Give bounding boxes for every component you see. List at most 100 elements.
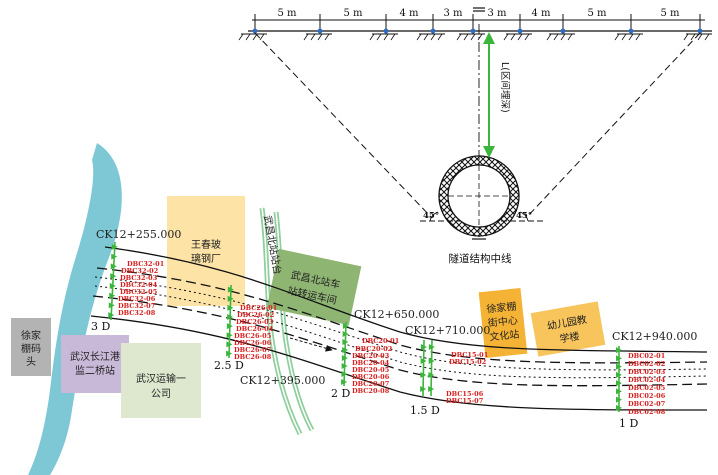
monitor-point-label: DBC20-04 [352,359,390,367]
monitor-point-label: DBC26-02 [237,311,274,319]
tunnel-outer-line [104,246,708,353]
monitor-point-label: DBC26-04 [236,325,274,333]
ground-symbol [369,28,398,41]
building-label: 棚码 [21,342,41,355]
settlement-point [383,28,389,34]
building-port-supervision [61,335,129,393]
monitor-point-label: DBC32-04 [120,281,158,289]
building-label: 王春玻 [191,238,221,251]
cross-section: 5 m 5 m 4 m 3 m 3 m 4 m 5 m 5 m L(区间埋深) … [238,7,712,265]
monitoring-point-marker [616,371,622,378]
angle-arc-left [429,211,439,222]
monitor-point-label: DBC26-05 [234,332,272,340]
monitor-point-label: DBC02-01 [628,352,665,360]
monitor-point-label: DBC15-02 [449,358,486,366]
building-label: 徐家棚 [486,300,517,316]
monitoring-point-marker [616,347,622,354]
section-line [228,284,232,359]
monitoring-point-marker [342,347,349,353]
building-label: 街中心 [487,313,518,329]
monitoring-point-marker [428,372,435,378]
building-label: 监二桥站 [75,364,115,377]
monitoring-point-marker [616,355,622,362]
spacing-label: 5 m [660,8,680,19]
building-label: 徐家 [21,329,41,342]
monitor-point-label: DBC26-07 [234,346,271,354]
building-label: 公司 [151,389,171,400]
ground-hatch-symbols [238,28,712,41]
spacing-label: 4 m [399,8,419,19]
monitoring-point-marker [226,323,233,330]
spacing-label: 5 m [277,8,297,19]
section-line [343,321,347,387]
section-line [110,241,116,321]
monitoring-point-marker [227,313,234,320]
monitor-point-label: DBC20-07 [352,380,389,388]
monitor-point-label: DBC20-08 [352,387,390,395]
tunnel-alignment [90,246,708,411]
building-label: 武汉运输一 [136,372,186,385]
building-kindergarten [530,301,606,357]
monitoring-point-marker [227,286,234,293]
monitor-group-dbc26: DBC26-01 DBC26-02 DBC26-03 DBC26-04 DBC2… [234,304,277,361]
monitoring-point-marker [226,350,233,357]
monitoring-point-marker [428,358,435,364]
monitor-point-label: DBC02-06 [628,392,666,400]
spacing-label: 3 m [487,8,507,19]
monitor-point-label: DBC32-06 [118,295,156,303]
ground-symbol [546,28,575,41]
settlement-point [560,28,566,34]
monitoring-point-marker [341,371,348,377]
monitoring-point-marker [341,363,348,369]
monitoring-point-marker [616,363,622,370]
monitoring-point-marker [428,386,435,392]
section-line [422,339,425,397]
settlement-point [470,28,476,34]
monitor-point-label: DBC26-01 [240,304,277,312]
monitor-point-label: DBC02-07 [628,400,665,408]
monitoring-point-marker [341,379,348,385]
section-line [430,339,433,397]
monitoring-point-marker [111,253,118,260]
distance-label: 2.5 D [214,359,244,372]
monitor-point-label: DBC26-06 [234,339,272,347]
distance-label: 1.5 D [410,404,440,417]
ground-symbol [456,28,485,41]
spacing-label: 5 m [587,8,607,19]
chainage-label: CK12+710.000 [405,324,490,337]
angle-arc-right [519,211,529,222]
distance-label: 2 D [331,387,350,400]
settlement-point [317,28,323,34]
ground-symbol [503,28,532,41]
influence-line-right [525,32,701,219]
building-label: 文化站 [489,327,520,343]
monitoring-point-marker [109,292,116,299]
railway [259,207,315,436]
monitor-point-label: DBC26-03 [236,318,274,326]
monitor-point-label: DBC02-02 [628,360,665,368]
monitor-group-dbc15: DBC15-01 DBC15-02 DBC15-06 DBC15-07 [446,351,488,405]
monitoring-point-marker [616,396,622,403]
monitor-point-label: DBC20-06 [352,373,390,381]
angle-label-left: 45° [423,211,439,221]
monitoring-point-marker [226,332,233,339]
monitor-point-label: DBC20-02 [355,345,392,353]
monitor-point-label: DBC20-01 [362,337,399,345]
monitoring-point-marker [616,404,622,411]
monitor-point-label: DBC32-08 [118,309,156,317]
building-xujiapeng-wharf [11,318,51,376]
monitoring-point-marker [227,295,234,302]
building-cultural-station [478,287,528,359]
monitoring-point-marker [341,355,348,361]
distance-label: 3 D [91,320,110,333]
monitor-point-label: DBC32-03 [120,274,158,282]
monitor-point-label: DBC32-07 [118,302,155,310]
direction-arrow [289,337,333,352]
chainage-label: CK12+650.000 [354,308,439,321]
settlement-point [697,28,703,34]
dimension-labels: 5 m 5 m 4 m 3 m 3 m 4 m 5 m 5 m [277,8,680,19]
monitor-point-label: DBC32-05 [120,288,158,296]
monitoring-point-marker [342,331,349,337]
chainage-label: CK12+255.000 [96,228,181,241]
